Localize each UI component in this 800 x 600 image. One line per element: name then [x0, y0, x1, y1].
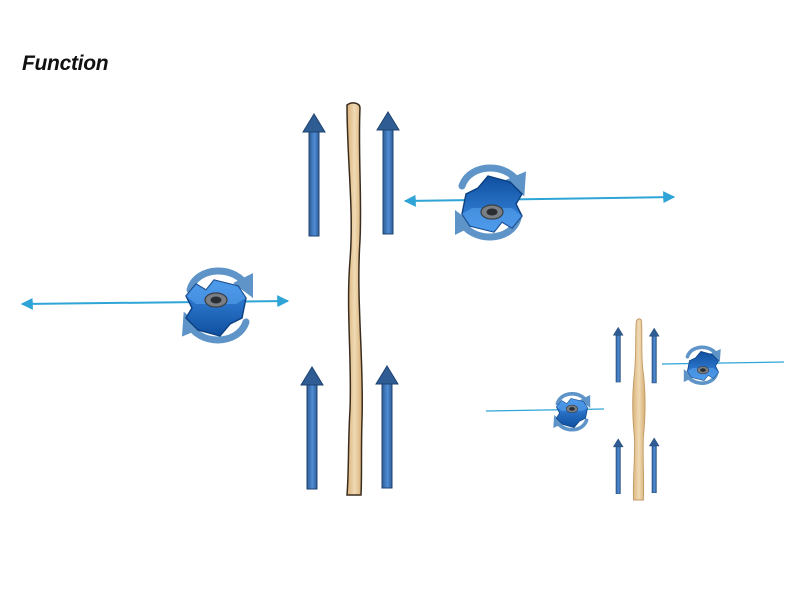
up-arrow-icon: [302, 113, 326, 237]
up-arrow-icon: [649, 437, 660, 494]
small-cutter-left: [485, 394, 605, 430]
page-title: Function: [22, 52, 109, 75]
wood-strip-large: [346, 102, 364, 496]
up-arrow-icon: [375, 365, 399, 489]
small-setup: [613, 318, 660, 501]
cutter-head-icon: [687, 351, 719, 381]
spindle-axis: [661, 361, 785, 365]
large-setup: [20, 102, 676, 496]
spindle-axis: [403, 191, 676, 207]
cutter-head-icon: [461, 175, 523, 233]
small-cutter-right: [661, 347, 785, 383]
cutter-head-icon: [185, 279, 247, 337]
cutter-head-icon: [556, 398, 588, 428]
up-arrow-icon: [376, 111, 400, 235]
up-arrow-icon: [613, 326, 624, 383]
spindle-axis: [20, 295, 290, 310]
up-arrow-icon: [300, 366, 324, 490]
wood-strip-small: [632, 318, 646, 501]
up-arrow-icon: [649, 327, 660, 384]
up-arrow-icon: [613, 438, 624, 494]
